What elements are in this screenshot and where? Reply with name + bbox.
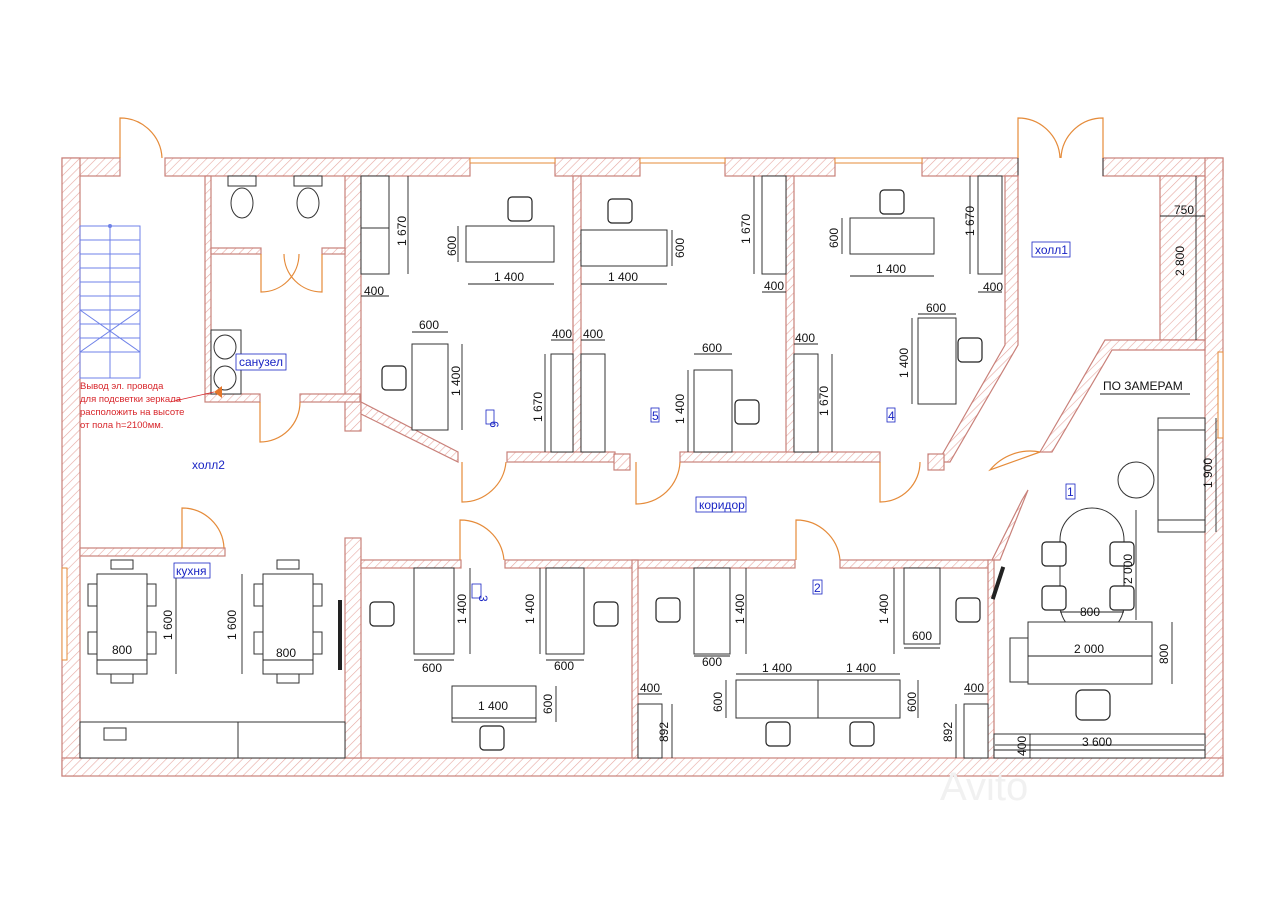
dim-r6-right-offset: 400	[552, 327, 572, 341]
room-label-office-2: 2	[814, 581, 821, 595]
room-label-office-3: 3	[476, 595, 490, 602]
dim-r6-desk-width: 1 400	[494, 270, 524, 284]
dim-r5-wall-height: 1 670	[739, 214, 753, 244]
windows	[61, 157, 1224, 661]
dim-r2-right-offset: 400	[964, 681, 984, 695]
room-label-hall1: холл1	[1035, 243, 1068, 257]
dim-r5-table2-width: 600	[702, 341, 722, 355]
room-label-corridor: коридор	[699, 498, 745, 512]
dim-r5-desk-depth: 600	[673, 238, 687, 258]
interior-doors	[181, 253, 1041, 561]
office-4-furniture	[793, 175, 1003, 453]
dim-r6-desk-depth: 600	[445, 236, 459, 256]
dim-r2-t2-height: 1 400	[877, 594, 891, 624]
dim-r2-right-height: 892	[941, 722, 955, 742]
dim-r2-t1-width: 600	[702, 655, 722, 669]
room-label-office-1: 1	[1067, 485, 1074, 499]
dim-r6-offset: 400	[364, 284, 384, 298]
dim-r1-desk-width: 2 000	[1074, 642, 1104, 656]
dim-r2-t3-width: 1 400	[762, 661, 792, 675]
by-measurements-text: ПО ЗАМЕРАМ	[1103, 379, 1183, 393]
wiring-note-line-3: расположить на высоте	[80, 407, 184, 418]
by-measurements-label: ПО ЗАМЕРАМ	[1103, 379, 1183, 393]
wiring-note-line-1: Вывод эл. провода	[80, 381, 164, 392]
dim-r6-table2-height: 1 400	[449, 366, 463, 396]
wiring-note: Вывод эл. провода для подсветки зеркала …	[80, 381, 215, 431]
wiring-note-line-4: от пола h=2100мм.	[80, 420, 163, 431]
dim-r3-t3-depth: 600	[541, 694, 555, 714]
dim-r4-left-height: 1 670	[817, 386, 831, 416]
staircase	[79, 224, 141, 379]
dim-r4-wall-height: 1 670	[963, 206, 977, 236]
wiring-note-line-2: для подсветки зеркала	[80, 394, 182, 405]
dim-kitchen-t2-width: 800	[276, 646, 296, 660]
dim-r6-wall-height: 1 670	[395, 216, 409, 246]
room-labels: санузел холл2 холл1 коридор кухня 6 5 4 …	[173, 241, 1076, 602]
dim-r5-table2-height: 1 400	[673, 394, 687, 424]
dim-r3-t2-height: 1 400	[523, 594, 537, 624]
dim-r3-t3-width: 1 400	[478, 699, 508, 713]
office-1-furniture	[990, 417, 1206, 759]
dim-r1-wall-width: 3 600	[1082, 735, 1112, 749]
dim-r4-table2-height: 1 400	[897, 348, 911, 378]
kitchen-furniture	[79, 559, 346, 759]
dim-r1-desk-depth: 800	[1157, 644, 1171, 664]
dim-r2-t4-width: 1 400	[846, 661, 876, 675]
room-label-bathroom: санузел	[239, 355, 283, 369]
dim-r4-desk-depth: 600	[827, 228, 841, 248]
room-label-kitchen: кухня	[176, 564, 207, 578]
dim-r5-left-offset: 400	[583, 327, 603, 341]
dim-r5-right-offset: 400	[764, 279, 784, 293]
office-2-furniture	[637, 567, 989, 759]
dim-r1-table-width: 800	[1080, 605, 1100, 619]
office-3-furniture	[369, 567, 619, 751]
dim-r1-sofa: 1 900	[1201, 458, 1215, 488]
dim-hall1-width: 750	[1174, 203, 1194, 217]
bathroom-fixtures	[210, 175, 323, 398]
dim-r5-desk-width: 1 400	[608, 270, 638, 284]
dim-r4-left-offset: 400	[795, 331, 815, 345]
dim-r2-t3-depth: 600	[711, 692, 725, 712]
room-label-office-4: 4	[888, 409, 895, 423]
dim-kitchen-t1-width: 800	[112, 643, 132, 657]
dim-kitchen-t2-height: 1 600	[225, 610, 239, 640]
dim-r2-t2-width: 600	[912, 629, 932, 643]
room-label-office-5: 5	[652, 409, 659, 423]
dim-r1-table-height: 2 000	[1121, 554, 1135, 584]
interior-walls	[79, 175, 1206, 759]
dim-kitchen-t1-height: 1 600	[161, 610, 175, 640]
office-5-furniture	[580, 175, 787, 453]
office-6-furniture	[360, 175, 574, 453]
dim-r3-t1-height: 1 400	[455, 594, 469, 624]
room-label-office-6: 6	[487, 421, 501, 428]
dim-r2-left-offset: 400	[640, 681, 660, 695]
dim-r6-table2-width: 600	[419, 318, 439, 332]
dim-r4-table2-width: 600	[926, 301, 946, 315]
dim-r2-t1-height: 1 400	[733, 594, 747, 624]
dim-r1-offset: 400	[1015, 736, 1029, 756]
watermark-text: Avito	[940, 765, 1028, 809]
dim-r2-t4-depth: 600	[905, 692, 919, 712]
dim-hall1-height: 2 800	[1173, 246, 1187, 276]
dim-r6-right-height: 1 670	[531, 392, 545, 422]
dimension-lines	[97, 176, 1217, 758]
dim-r4-desk-width: 1 400	[876, 262, 906, 276]
dim-r2-left-height: 892	[657, 722, 671, 742]
dim-r4-offset: 400	[983, 280, 1003, 294]
dim-r3-t1-width: 600	[422, 661, 442, 675]
dim-r3-t2-width: 600	[554, 659, 574, 673]
dimension-labels: 1 400 600 1 670 400 600 1 400 400 1 670 …	[112, 203, 1215, 756]
room-label-hall2: холл2	[192, 458, 225, 472]
